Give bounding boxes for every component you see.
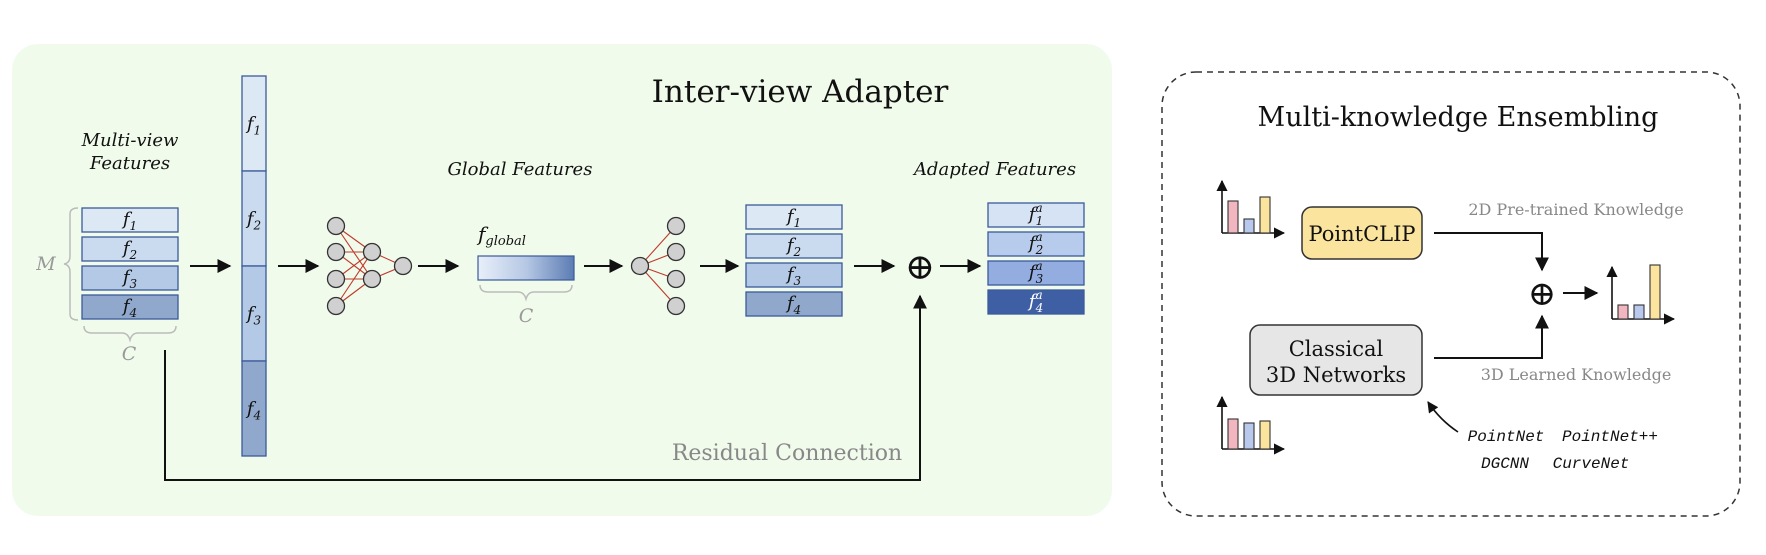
classical-label-line2: 3D Networks: [1266, 363, 1406, 387]
c-dimension-label-global: C: [519, 305, 534, 327]
mlp2-node: [666, 242, 686, 262]
mlp1-node: [362, 269, 382, 289]
arrow-networks-to-classical: [1427, 401, 1459, 433]
mlp1-node: [326, 269, 346, 289]
ensemble-prediction-icon: [1606, 264, 1676, 325]
multiview-feature-cell-2: [81, 236, 179, 262]
multiview-label-line1: Multi-view: [81, 130, 179, 151]
adapted-feature-cell-2: [987, 231, 1085, 257]
broadcast-feature-cell-3: [745, 262, 843, 288]
network-pointnet: PointNet: [1468, 428, 1545, 446]
multiview-feature-cell-1: [81, 207, 179, 233]
adapter-title: Inter-view Adapter: [652, 74, 949, 110]
pretrained-knowledge-label: 2D Pre-trained Knowledge: [1468, 200, 1683, 219]
multiview-feature-cell-3: [81, 265, 179, 291]
c-brace-multiview: [83, 325, 177, 343]
network-pointnet-plus-plus: PointNet++: [1562, 428, 1658, 446]
global-feature-vector: [477, 255, 575, 281]
adapted-feature-cell-3: [987, 260, 1085, 286]
bar: [1243, 218, 1255, 234]
global-features-label: Global Features: [448, 159, 593, 180]
broadcast-feature-cell-1: [745, 204, 843, 230]
adapted-features-label: Adapted Features: [912, 159, 1076, 180]
bar: [1227, 200, 1239, 234]
pointclip-box: [1301, 206, 1423, 260]
column-segment-2: [241, 170, 267, 267]
mlp2-node: [666, 216, 686, 236]
adapted-feature-cell-1: [987, 202, 1085, 228]
arrow-pointclip-to-add: [1434, 232, 1549, 272]
mlp1-node: [326, 242, 346, 262]
mlp-encoder-icon: [326, 216, 413, 316]
ensemble-title: Multi-knowledge Ensembling: [1258, 102, 1659, 133]
column-segment-1: [241, 75, 267, 172]
broadcast-feature-cell-2: [745, 233, 843, 259]
mlp2-node: [666, 296, 686, 316]
c-brace-global: [479, 284, 573, 302]
mlp1-node: [326, 216, 346, 236]
adapted-feature-cell-4: [987, 289, 1085, 315]
m-brace: [63, 207, 79, 321]
network-dgcnn: DGCNN: [1481, 455, 1529, 473]
pointclip-label: PointCLIP: [1308, 222, 1415, 246]
pointclip-prediction-icon: [1216, 179, 1286, 239]
classical-networks-box: [1249, 324, 1423, 396]
mlp1-node: [326, 296, 346, 316]
classical-prediction-icon: [1216, 395, 1286, 455]
bar: [1649, 264, 1661, 320]
mlp2-node: [630, 256, 650, 276]
arrow-classical-to-add: [1434, 314, 1549, 359]
residual-add-symbol: ⊕: [905, 247, 935, 288]
learned-knowledge-label: 3D Learned Knowledge: [1481, 365, 1672, 384]
classical-label-line1: Classical: [1289, 337, 1384, 361]
bar: [1227, 418, 1239, 450]
m-dimension-label: M: [35, 253, 56, 275]
network-curvenet: CurveNet: [1553, 455, 1630, 473]
multiview-label-line2: Features: [89, 153, 170, 174]
bar: [1259, 420, 1271, 450]
mlp1-node: [393, 256, 413, 276]
bar: [1243, 422, 1255, 450]
mlp-decoder-icon: [630, 216, 686, 316]
residual-connection-line: [164, 294, 927, 481]
bar: [1633, 304, 1645, 320]
ensemble-add-symbol: ⊕: [1528, 274, 1557, 314]
bar: [1259, 196, 1271, 234]
mlp1-node: [362, 242, 382, 262]
mlp2-node: [666, 269, 686, 289]
multiview-feature-cell-4: [81, 294, 179, 320]
residual-connection-label: Residual Connection: [672, 441, 902, 466]
column-segment-4: [241, 360, 267, 457]
broadcast-feature-cell-4: [745, 291, 843, 317]
c-dimension-label-multiview: C: [122, 343, 137, 365]
ensemble-panel: [1161, 71, 1741, 517]
bar: [1617, 304, 1629, 320]
